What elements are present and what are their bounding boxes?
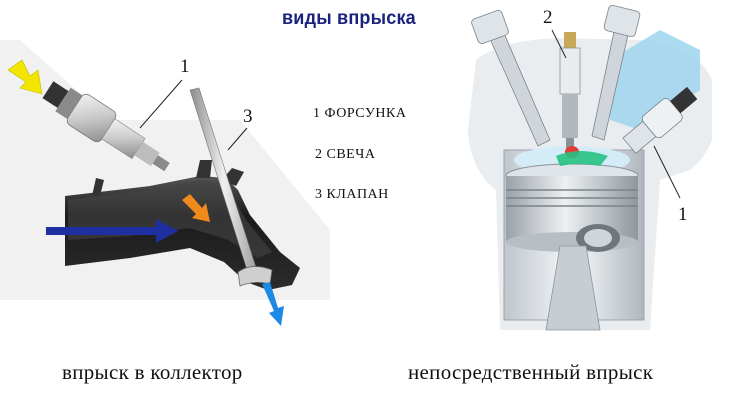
leader-line-valve bbox=[227, 127, 248, 151]
callout-left-injector: 1 bbox=[180, 56, 190, 77]
fuel-mixture-spray bbox=[556, 151, 608, 166]
intake-valve-left bbox=[471, 10, 551, 147]
leader-line-injector bbox=[139, 79, 183, 129]
piston bbox=[505, 163, 639, 252]
legend-item-injector: 1 ФОРСУНКА bbox=[313, 106, 407, 121]
legend-item-spark-plug: 2 СВЕЧА bbox=[315, 147, 376, 162]
intake-valve bbox=[189, 87, 273, 287]
legend-item-valve: 3 КЛАПАН bbox=[315, 187, 389, 202]
caption-port-injection: впрыск в коллектор bbox=[62, 360, 243, 384]
fuel-injector bbox=[42, 81, 170, 172]
spark-plug bbox=[559, 32, 581, 148]
fuel-input-arrow bbox=[7, 59, 43, 95]
callout-right-spark-plug: 2 bbox=[543, 7, 553, 28]
callout-right-injector: 1 bbox=[678, 204, 688, 225]
flow-out-arrow bbox=[262, 282, 284, 326]
exhaust-valve-right bbox=[591, 4, 641, 141]
callout-left-valve: 3 bbox=[243, 106, 253, 127]
leader-line-spark-plug bbox=[551, 29, 567, 59]
caption-direct-injection: непосредственный впрыск bbox=[408, 360, 654, 384]
connecting-rod bbox=[545, 245, 601, 331]
leader-line-direct-injector bbox=[653, 145, 681, 199]
diagram-title: виды впрыска bbox=[282, 8, 416, 29]
direct-fuel-injector bbox=[622, 86, 698, 154]
intake-air-arrow bbox=[46, 219, 178, 243]
fuel-spray-arrow bbox=[182, 194, 210, 222]
